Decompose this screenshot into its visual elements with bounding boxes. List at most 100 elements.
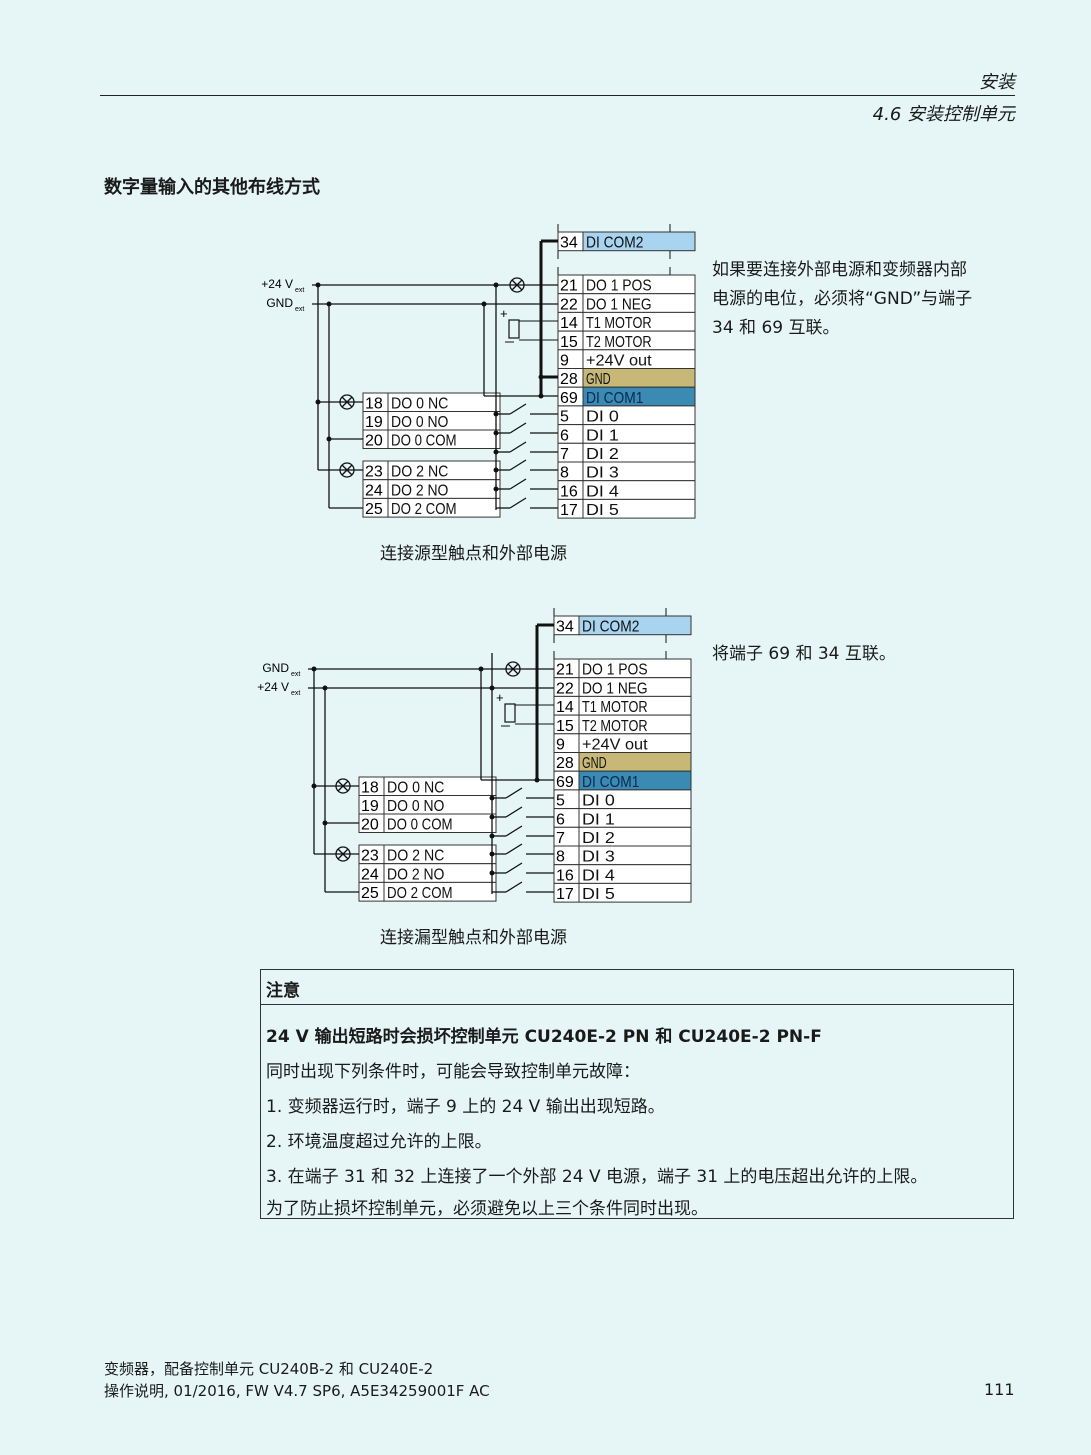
wire [509, 478, 527, 490]
terminal-label-cell [578, 615, 692, 636]
wire [505, 787, 523, 799]
terminal-number: 34 [560, 235, 578, 252]
terminal-label: DI 2 [582, 830, 615, 847]
junction-dot [534, 777, 540, 783]
junction-dot [489, 685, 495, 691]
header-rule [100, 95, 1015, 96]
terminal-number: 7 [556, 830, 565, 847]
terminal-label: DI COM1 [582, 774, 639, 791]
terminal-label: DO 1 POS [586, 278, 652, 295]
terminal-number: 28 [560, 371, 578, 388]
wire [505, 881, 523, 893]
terminal-number: 19 [361, 798, 379, 815]
terminal-label: DO 2 NC [387, 848, 444, 865]
terminal-label: T2 MOTOR [582, 718, 648, 735]
notice-line: 1. 变频器运行时，端子 9 上的 24 V 输出出现短路。 [266, 1097, 665, 1117]
terminal-label: DI 5 [586, 502, 619, 519]
wire [509, 403, 527, 415]
terminal-label: DI 4 [582, 867, 615, 884]
terminal-number: 5 [556, 793, 565, 810]
notice-title: 注意 [261, 970, 1013, 1005]
terminal-number: 19 [365, 414, 383, 431]
terminal-label-cell [582, 231, 696, 252]
terminal-number: 8 [556, 849, 565, 866]
terminal-number: 20 [361, 817, 379, 834]
terminal-number: 9 [556, 737, 565, 754]
terminal-number: 25 [365, 501, 383, 518]
terminal-number: 18 [361, 780, 379, 797]
junction-dot [538, 393, 544, 399]
page-number: 111 [984, 1380, 1015, 1399]
terminal-number: 8 [560, 465, 569, 482]
junction-dot [478, 666, 484, 672]
supply-label-bottom-sub: ext [291, 690, 300, 697]
lamp-icon [335, 846, 351, 862]
supply-label-top-sub: ext [291, 671, 300, 678]
terminal-label: DO 1 NEG [586, 296, 652, 313]
terminal-label: DI COM2 [586, 235, 643, 252]
supply-label-bottom: +24 V [257, 680, 289, 694]
terminal-number: 24 [365, 482, 383, 499]
wire [509, 497, 527, 509]
diagram1-note: 如果要连接外部电源和变频器内部 电源的电位，必须将“GND”与端子 34 和 6… [712, 256, 972, 343]
wire [511, 279, 523, 291]
notice-line: 3. 在端子 31 和 32 上连接了一个外部 24 V 电源，端子 31 上的… [266, 1167, 928, 1187]
terminal-number: 24 [361, 866, 379, 883]
plus-sign: + [500, 306, 508, 321]
junction-dot [481, 301, 487, 307]
wire [509, 459, 527, 471]
terminal-number: 23 [361, 848, 379, 865]
terminal-label: DO 0 COM [387, 817, 453, 834]
junction-dot [538, 374, 544, 380]
wire [507, 663, 519, 675]
terminal-label: DI COM2 [582, 619, 639, 636]
footer-doc-info: 操作说明, 01/2016, FW V4.7 SP6, A5E34259001F… [104, 1382, 490, 1400]
temperature-sensor-icon [504, 703, 516, 723]
terminal-label: DI 0 [582, 793, 615, 810]
diagram1-caption: 连接源型触点和外部电源 [380, 544, 567, 564]
lamp-icon [339, 394, 355, 410]
terminal-label: DI 1 [586, 427, 619, 444]
terminal-number: 28 [556, 755, 574, 772]
notice-line: 为了防止损坏控制单元，必须避免以上三个条件同时出现。 [266, 1199, 708, 1219]
terminal-label: DO 0 COM [391, 433, 457, 450]
chapter-header: 安装 [979, 72, 1015, 93]
terminal-number: 5 [560, 409, 569, 426]
terminal-number: 18 [365, 396, 383, 413]
junction-dot [311, 666, 317, 672]
terminal-label-cell [383, 813, 497, 833]
note-line: 34 和 69 互联。 [712, 318, 840, 338]
notice-subtitle: 24 V 输出短路时会损坏控制单元 CU240E-2 PN 和 CU240E-2… [266, 1027, 822, 1047]
terminal-label: DI 1 [582, 811, 615, 828]
terminal-number: 9 [560, 353, 569, 370]
wire [505, 843, 523, 855]
terminal-number: 69 [556, 774, 574, 791]
terminal-label: DI 4 [586, 483, 619, 500]
terminal-label: DO 2 COM [391, 501, 457, 518]
terminal-label-cell [578, 882, 692, 903]
terminal-number: 34 [556, 619, 574, 636]
wire [341, 464, 353, 476]
terminal-number: 15 [560, 334, 578, 351]
supply-label-top-sub: ext [295, 287, 304, 294]
terminal-label: DO 2 NO [387, 866, 444, 883]
terminal-label: DO 2 NO [391, 482, 448, 499]
terminal-label: GND [582, 755, 607, 772]
note-line: 如果要连接外部电源和变频器内部 [712, 260, 967, 280]
notice-box: 注意 24 V 输出短路时会损坏控制单元 CU240E-2 PN 和 CU240… [260, 969, 1014, 1219]
wire [337, 780, 349, 792]
plus-sign: + [496, 690, 504, 705]
section-header: 4.6 安装控制单元 [872, 104, 1015, 125]
terminal-number: 17 [556, 886, 574, 903]
terminal-label: +24V out [586, 353, 652, 370]
wire [337, 848, 349, 860]
terminal-label: +24V out [582, 737, 648, 754]
lamp-icon [509, 277, 525, 293]
terminal-label: DI 3 [582, 849, 615, 866]
supply-label-bottom: GND [266, 296, 293, 310]
terminal-label: GND [586, 371, 611, 388]
